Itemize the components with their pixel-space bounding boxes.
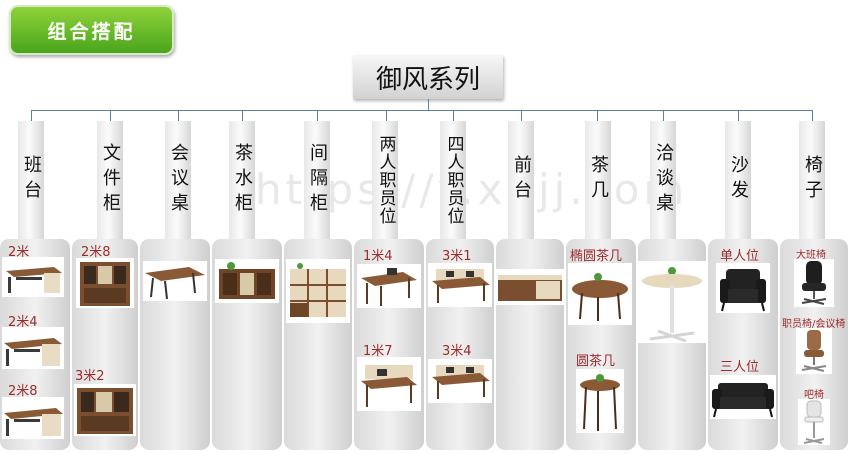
- category-negotiation-table[interactable]: 洽谈桌: [650, 121, 676, 239]
- connector-drop: [663, 110, 664, 121]
- variant-label: 大班椅: [796, 250, 826, 261]
- category-reception-desk[interactable]: 前台: [508, 121, 534, 239]
- connector-drop: [110, 110, 111, 121]
- connector-drop: [317, 110, 318, 121]
- category-two-person-workstation[interactable]: 两人职员位: [372, 121, 398, 239]
- panel-negotiation-table: [638, 239, 706, 450]
- staff-chair-icon[interactable]: [796, 328, 832, 374]
- category-conference-table[interactable]: 会议桌: [165, 121, 191, 239]
- category-sofa[interactable]: 沙发: [725, 121, 751, 239]
- variant-label: 2米8: [8, 384, 38, 399]
- four-person-workstation-icon[interactable]: [428, 263, 492, 307]
- reception-desk-icon[interactable]: [496, 269, 564, 305]
- connector-drop: [521, 110, 522, 121]
- variant-label: 2米4: [8, 315, 38, 330]
- variant-label: 1米4: [363, 249, 393, 264]
- connector-drop: [453, 110, 454, 121]
- panel-executive-desk: 2米 2米4 2米8: [0, 239, 70, 450]
- round-coffee-table-icon[interactable]: [576, 369, 624, 433]
- connector-drop: [242, 110, 243, 121]
- category-chair[interactable]: 椅子: [799, 121, 825, 239]
- partition-cabinet-icon[interactable]: [286, 259, 350, 323]
- connector-drop: [597, 110, 598, 121]
- variant-label: 三人位: [720, 360, 760, 375]
- single-sofa-icon[interactable]: [716, 263, 770, 313]
- executive-chair-icon[interactable]: [794, 259, 834, 307]
- bar-chair-icon[interactable]: [798, 399, 830, 445]
- connector-drop: [178, 110, 179, 121]
- variant-label: 3米2: [75, 369, 105, 384]
- panel-conference-table: [140, 239, 210, 450]
- executive-desk-icon[interactable]: [2, 257, 64, 297]
- connector-drop: [386, 110, 387, 121]
- variant-label: 单人位: [720, 249, 760, 264]
- three-seat-sofa-icon[interactable]: [710, 375, 776, 419]
- executive-desk-icon[interactable]: [2, 327, 64, 369]
- negotiation-table-icon[interactable]: [638, 261, 706, 343]
- panel-chair: 大班椅 职员椅/会议椅 吧椅: [780, 239, 848, 450]
- variant-label: 3米4: [442, 344, 472, 359]
- variant-label: 椭圆茶几: [570, 249, 623, 264]
- four-person-workstation-icon[interactable]: [428, 359, 492, 403]
- category-tea-cabinet[interactable]: 茶水柜: [229, 121, 255, 239]
- category-four-person-workstation[interactable]: 四人职员位: [440, 121, 466, 239]
- file-cabinet-icon[interactable]: [74, 384, 136, 436]
- connector-trunk: [428, 99, 429, 110]
- combination-badge: 组合搭配: [9, 5, 174, 55]
- panel-two-person-workstation: 1米4 1米7: [354, 239, 424, 450]
- variant-label: 2米8: [81, 245, 111, 260]
- tea-cabinet-icon[interactable]: [215, 259, 279, 303]
- oval-coffee-table-icon[interactable]: [568, 263, 632, 325]
- variant-label: 吧椅: [804, 390, 824, 401]
- two-person-workstation-icon[interactable]: [357, 264, 421, 308]
- panel-sofa: 单人位 三人位: [708, 239, 778, 450]
- connector-drop: [812, 110, 813, 121]
- panel-reception-desk: [496, 239, 564, 450]
- executive-desk-icon[interactable]: [2, 397, 64, 439]
- variant-label: 1米7: [363, 344, 393, 359]
- series-title: 御风系列: [353, 55, 503, 99]
- panel-coffee-table: 椭圆茶几 圆茶几: [566, 239, 636, 450]
- file-cabinet-icon[interactable]: [76, 258, 134, 308]
- variant-label: 2米: [8, 245, 30, 260]
- panel-tea-cabinet: [212, 239, 282, 450]
- variant-label: 圆茶几: [576, 354, 616, 369]
- connector-drop: [738, 110, 739, 121]
- variant-label: 3米1: [442, 249, 472, 264]
- category-coffee-table[interactable]: 茶几: [585, 121, 611, 239]
- connector-bus: [31, 110, 813, 111]
- conference-table-icon[interactable]: [143, 261, 207, 301]
- category-partition-cabinet[interactable]: 间隔柜: [304, 121, 330, 239]
- variant-label: 职员椅/会议椅: [782, 319, 846, 330]
- panel-four-person-workstation: 3米1 3米4: [426, 239, 494, 450]
- panel-file-cabinet: 2米8 3米2: [72, 239, 138, 450]
- connector-drop: [31, 110, 32, 121]
- panel-partition-cabinet: [284, 239, 352, 450]
- category-executive-desk[interactable]: 班台: [18, 121, 44, 239]
- category-file-cabinet[interactable]: 文件柜: [97, 121, 123, 239]
- two-person-workstation-icon[interactable]: [357, 357, 421, 411]
